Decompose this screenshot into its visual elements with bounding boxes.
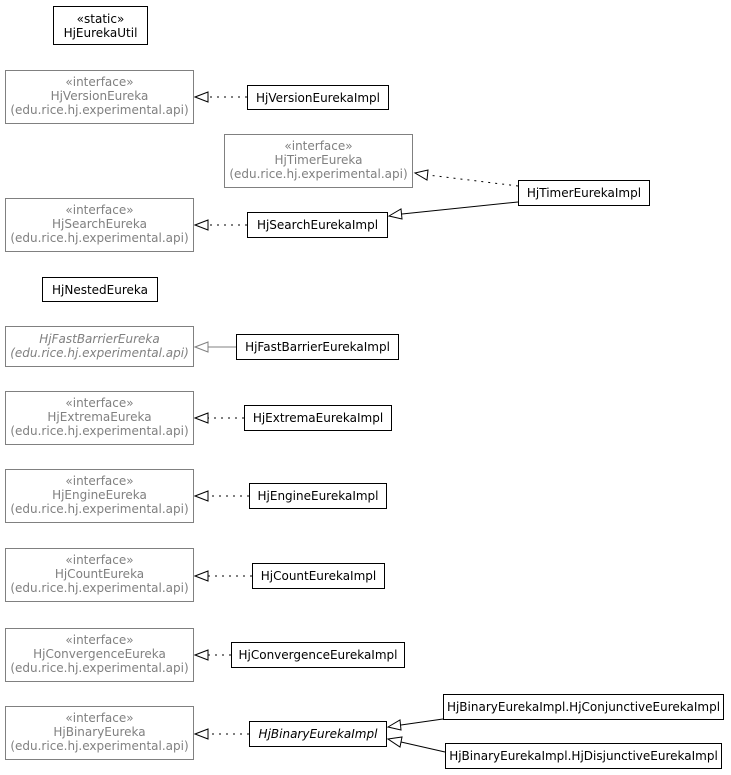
interface-name: HjCountEureka [54, 567, 145, 581]
class-name: HjVersionEurekaImpl [256, 90, 380, 105]
class-name: HjExtremaEurekaImpl [252, 411, 384, 425]
hj-fast-barrier-eureka-class[interactable]: HjFastBarrierEureka (edu.rice.hj.experim… [5, 326, 194, 367]
interface-name: HjConvergenceEureka [33, 647, 166, 661]
class-name: HjFastBarrierEurekaImpl [245, 340, 390, 354]
interface-name: HjEngineEureka [52, 488, 147, 502]
package-name: (edu.rice.hj.experimental.api) [10, 231, 189, 245]
interface-name: HjSearchEureka [52, 217, 147, 231]
realization-extrema [193, 412, 244, 424]
interface-name: HjTimerEureka [274, 153, 363, 167]
generalization-disjunctive [386, 736, 446, 753]
package-name: (edu.rice.hj.experimental.api) [10, 739, 189, 753]
hj-convergence-eureka-impl-class[interactable]: HjConvergenceEurekaImpl [231, 642, 405, 668]
hj-binary-eureka-interface[interactable]: «interface» HjBinaryEureka (edu.rice.hj.… [5, 706, 194, 760]
hj-engine-eureka-impl-class[interactable]: HjEngineEurekaImpl [249, 483, 387, 509]
hj-conjunctive-eureka-impl-class[interactable]: HjBinaryEurekaImpl.HjConjunctiveEurekaIm… [443, 694, 724, 720]
hj-convergence-eureka-interface[interactable]: «interface» HjConvergenceEureka (edu.ric… [5, 628, 194, 682]
class-name: HjEurekaUtil [63, 25, 138, 40]
hj-version-eureka-impl-class[interactable]: HjVersionEurekaImpl [247, 85, 389, 110]
realization-version [193, 91, 247, 103]
class-name: HjBinaryEurekaImpl.HjConjunctiveEurekaIm… [446, 700, 721, 714]
hj-binary-eureka-impl-class[interactable]: HjBinaryEurekaImpl [249, 721, 387, 747]
class-name: HjNestedEureka [51, 282, 148, 297]
interface-stereotype: «interface» [65, 633, 134, 647]
interface-stereotype: «interface» [65, 396, 134, 410]
interface-stereotype: «interface» [65, 474, 134, 488]
interface-stereotype: «interface» [65, 203, 134, 217]
interface-name: HjBinaryEureka [53, 725, 146, 739]
class-name: HjFastBarrierEureka [39, 332, 160, 346]
hj-search-eureka-interface[interactable]: «interface» HjSearchEureka (edu.rice.hj.… [5, 198, 194, 252]
hj-eureka-util-class[interactable]: «static» HjEurekaUtil [53, 6, 148, 45]
package-name: (edu.rice.hj.experimental.api) [10, 502, 189, 516]
class-name: HjCountEurekaImpl [260, 569, 377, 583]
package-name: (edu.rice.hj.experimental.api) [10, 424, 189, 438]
class-name: HjBinaryEurekaImpl [258, 727, 378, 741]
generalization-conjunctive [386, 718, 444, 731]
class-name: HjConvergenceEurekaImpl [238, 648, 398, 662]
hj-nested-eureka-class[interactable]: HjNestedEureka [42, 277, 158, 302]
generalization-fast-barrier [193, 341, 236, 353]
realization-count [193, 570, 252, 582]
package-name: (edu.rice.hj.experimental.api) [229, 167, 408, 181]
interface-name: HjExtremaEureka [47, 410, 152, 424]
interface-stereotype: «interface» [284, 139, 353, 153]
interface-stereotype: «interface» [65, 553, 134, 567]
realization-search [193, 219, 247, 231]
hj-engine-eureka-interface[interactable]: «interface» HjEngineEureka (edu.rice.hj.… [5, 469, 194, 523]
hj-extrema-eureka-impl-class[interactable]: HjExtremaEurekaImpl [244, 405, 392, 431]
class-name: HjBinaryEurekaImpl.HjDisjunctiveEurekaIm… [449, 749, 718, 763]
interface-name: HjVersionEureka [50, 89, 149, 103]
hj-search-eureka-impl-class[interactable]: HjSearchEurekaImpl [247, 212, 388, 238]
realization-convergence [193, 649, 231, 661]
static-stereotype: «static» [76, 11, 125, 26]
hj-timer-eureka-impl-class[interactable]: HjTimerEurekaImpl [518, 180, 650, 206]
hj-timer-eureka-interface[interactable]: «interface» HjTimerEureka (edu.rice.hj.e… [224, 134, 413, 188]
class-name: HjTimerEurekaImpl [526, 186, 642, 200]
hj-extrema-eureka-interface[interactable]: «interface» HjExtremaEureka (edu.rice.hj… [5, 391, 194, 445]
class-name: HjEngineEurekaImpl [257, 489, 379, 503]
hj-count-eureka-interface[interactable]: «interface» HjCountEureka (edu.rice.hj.e… [5, 548, 194, 602]
package-name: (edu.rice.hj.experimental.api) [10, 346, 189, 360]
realization-timer [413, 169, 519, 187]
class-name: HjSearchEurekaImpl [256, 218, 379, 232]
interface-stereotype: «interface» [65, 711, 134, 725]
generalization-timer-to-search [387, 201, 519, 220]
hj-fast-barrier-eureka-impl-class[interactable]: HjFastBarrierEurekaImpl [236, 334, 399, 360]
hj-count-eureka-impl-class[interactable]: HjCountEurekaImpl [252, 563, 385, 589]
realization-binary [193, 728, 249, 740]
realization-engine [193, 490, 249, 502]
interface-stereotype: «interface» [65, 75, 134, 89]
package-name: (edu.rice.hj.experimental.api) [10, 661, 189, 675]
hj-disjunctive-eureka-impl-class[interactable]: HjBinaryEurekaImpl.HjDisjunctiveEurekaIm… [445, 743, 722, 769]
hj-version-eureka-interface[interactable]: «interface» HjVersionEureka (edu.rice.hj… [5, 70, 194, 124]
package-name: (edu.rice.hj.experimental.api) [10, 103, 189, 117]
package-name: (edu.rice.hj.experimental.api) [10, 581, 189, 595]
